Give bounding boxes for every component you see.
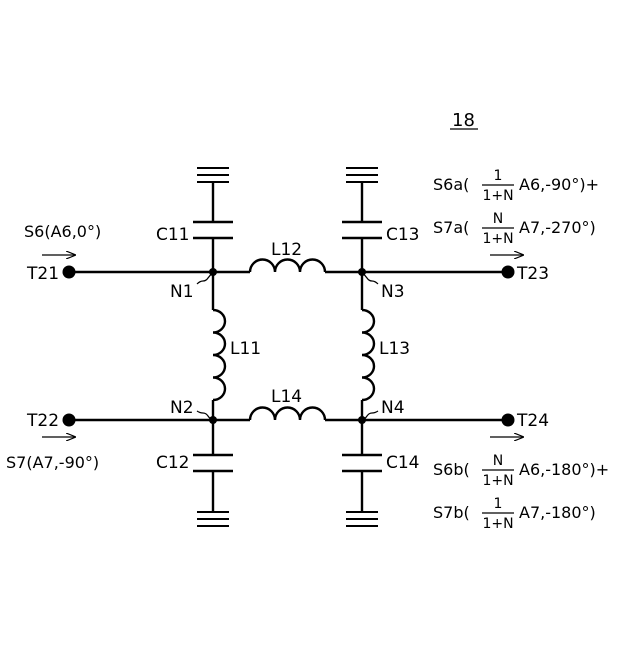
inductor-l11-coil [213, 310, 225, 400]
signal-s7b-suffix: A7,-180°) [519, 503, 596, 522]
terminal-t22-dot [63, 414, 76, 427]
capacitor-c14-label: C14 [386, 453, 420, 473]
inductor-l11-label: L11 [230, 339, 261, 359]
signal-s6-label: S6(A6,0°) [24, 222, 101, 241]
signal-s7b-prefix: S7b( [433, 503, 470, 522]
inductor-l13-coil [362, 310, 374, 400]
node-n4-leader [362, 411, 378, 420]
terminal-t22-label: T22 [26, 411, 59, 431]
node-n3-leader [362, 273, 378, 284]
terminal-t23-label: T23 [516, 264, 549, 284]
terminal-t24-dot [502, 414, 515, 427]
ground-symbol-c11 [197, 168, 229, 182]
terminal-t21-dot [63, 266, 76, 279]
terminal-t21-label: T21 [26, 264, 59, 284]
ground-symbol-c14 [346, 512, 378, 526]
node-n1-label: N1 [170, 282, 194, 302]
signal-s7b: S7b( 1 1+N A7,-180°) [433, 496, 596, 532]
inductor-l12-label: L12 [271, 240, 302, 260]
signal-s7a-prefix: S7a( [433, 218, 469, 237]
signal-s6a-prefix: S6a( [433, 175, 469, 194]
signal-s7a-suffix: A7,-270°) [519, 218, 596, 237]
signal-s7a: S7a( N 1+N A7,-270°) [433, 211, 596, 247]
signal-s6a: S6a( 1 1+N A6,-90°)+ [433, 168, 599, 204]
signal-s7b-denominator: 1+N [482, 516, 513, 532]
terminal-t24-label: T24 [516, 411, 549, 431]
signal-s6b-numerator: N [493, 453, 503, 469]
figure-ref-number: 18 [452, 110, 475, 131]
signal-s6b-denominator: 1+N [482, 473, 513, 489]
ground-symbol-c12 [197, 512, 229, 526]
signal-s6b-prefix: S6b( [433, 460, 470, 479]
node-n3-label: N3 [381, 282, 405, 302]
ground-symbol-c13 [346, 168, 378, 182]
capacitor-c11-label: C11 [156, 225, 190, 245]
inductor-l12-coil [250, 260, 325, 273]
signal-s7a-denominator: 1+N [482, 231, 513, 247]
signal-s6b: S6b( N 1+N A6,-180°)+ [433, 453, 609, 489]
node-n2-leader [197, 411, 213, 420]
capacitor-c13-label: C13 [386, 225, 420, 245]
signal-s7a-numerator: N [493, 211, 503, 227]
inductor-l14-coil [250, 407, 325, 420]
signal-s6b-suffix: A6,-180°)+ [519, 460, 609, 479]
signal-s6a-denominator: 1+N [482, 188, 513, 204]
capacitor-c12-label: C12 [156, 453, 190, 473]
signal-s7-label: S7(A7,-90°) [6, 453, 99, 472]
signal-s7b-numerator: 1 [494, 496, 503, 512]
inductor-l13-label: L13 [379, 339, 410, 359]
node-n1-leader [197, 273, 213, 284]
inductor-l14-label: L14 [271, 387, 302, 407]
signal-s6a-suffix: A6,-90°)+ [519, 175, 599, 194]
signal-s6a-numerator: 1 [494, 168, 503, 184]
terminal-t23-dot [502, 266, 515, 279]
node-n2-label: N2 [170, 398, 194, 418]
node-n4-label: N4 [381, 398, 405, 418]
